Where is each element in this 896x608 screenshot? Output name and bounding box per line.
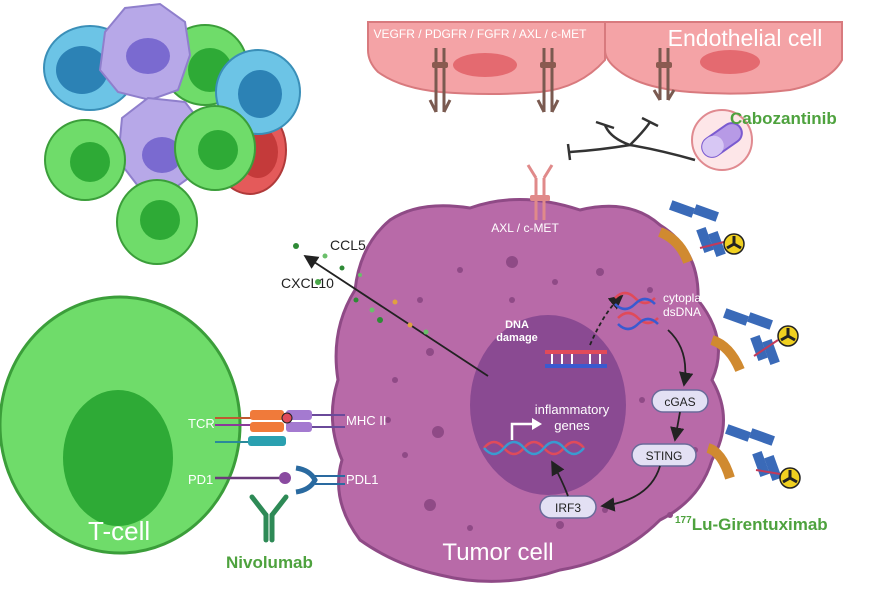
mhc-label: MHC II <box>346 413 386 428</box>
transcription-start-icon <box>510 422 532 440</box>
tumor-cell-label: Tumor cell <box>442 539 553 566</box>
axl-receptor-mark <box>530 195 550 201</box>
t-cell <box>0 295 242 555</box>
damaged-dna-icon <box>545 350 607 368</box>
sting-node <box>631 443 697 467</box>
pd1-label: PD1 <box>188 472 213 487</box>
ccl5-label: CCL5 <box>330 237 366 253</box>
pdl1-label: PDL1 <box>346 472 379 487</box>
dsdna-to-cgas-arrow <box>667 329 694 387</box>
cabozantinib-label: Cabozantinib <box>730 109 837 128</box>
tcr-label: TCR <box>188 416 215 431</box>
sting-to-irf3-arrow <box>600 465 661 512</box>
immune-cell-cluster <box>43 2 301 265</box>
t-cell-label: T-cell <box>88 516 150 546</box>
endothelial-cell-label: Endothelial cell <box>668 25 823 51</box>
dna-damage-label-1: DNA <box>505 319 529 331</box>
inflammatory-genes-label-2: genes <box>554 418 590 433</box>
cabozantinib-inhibition-lines <box>566 116 696 162</box>
irf3-label: IRF3 <box>555 501 581 515</box>
cytokine-secretion-arrow <box>303 255 489 377</box>
sting-label: STING <box>646 449 683 463</box>
endothelial-receptors-label: VEGFR / PDGFR / FGFR / AXL / c-MET <box>374 27 588 41</box>
lu-girentuximab-antibodies <box>657 200 801 489</box>
tumor-nucleus <box>470 315 626 495</box>
cxcl10-label: CXCL10 <box>281 275 334 291</box>
pd1-pdl1-complex <box>215 465 345 495</box>
nivolumab-label: Nivolumab <box>226 553 313 572</box>
lu-girentuximab-label: 177Lu-Girentuximab <box>675 515 828 534</box>
dsdna-fragments-icon <box>614 291 659 331</box>
cytokine-dots <box>293 243 429 335</box>
irf3-to-genes-arrow <box>551 460 569 497</box>
gene-dna-icon <box>483 440 585 456</box>
transcription-arrow-icon <box>532 418 542 430</box>
inflammatory-genes-label-1: inflammatory <box>535 402 610 417</box>
cytoplasmic-dsdna-label-1: cytoplasmic <box>663 291 726 305</box>
endothelial-receptor-marks <box>432 62 672 68</box>
dna-damage-label-2: damage <box>496 332 538 344</box>
lu-name: Lu-Girentuximab <box>692 515 828 534</box>
endothelial-receptor-icons <box>428 48 676 113</box>
endothelial-cells <box>367 21 843 95</box>
nivolumab-antibody-icon <box>249 494 289 543</box>
cgas-label: cGAS <box>664 395 695 409</box>
lu-superscript: 177 <box>675 515 692 526</box>
cytoplasmic-dsdna-label-2: dsDNA <box>663 305 701 319</box>
pill-icon <box>691 109 753 171</box>
cgas-to-sting-arrow <box>670 411 685 442</box>
axl-label: AXL / c-MET <box>491 221 559 235</box>
tumor-vesicles <box>385 256 698 531</box>
tcr-mhc-complex <box>215 410 345 446</box>
